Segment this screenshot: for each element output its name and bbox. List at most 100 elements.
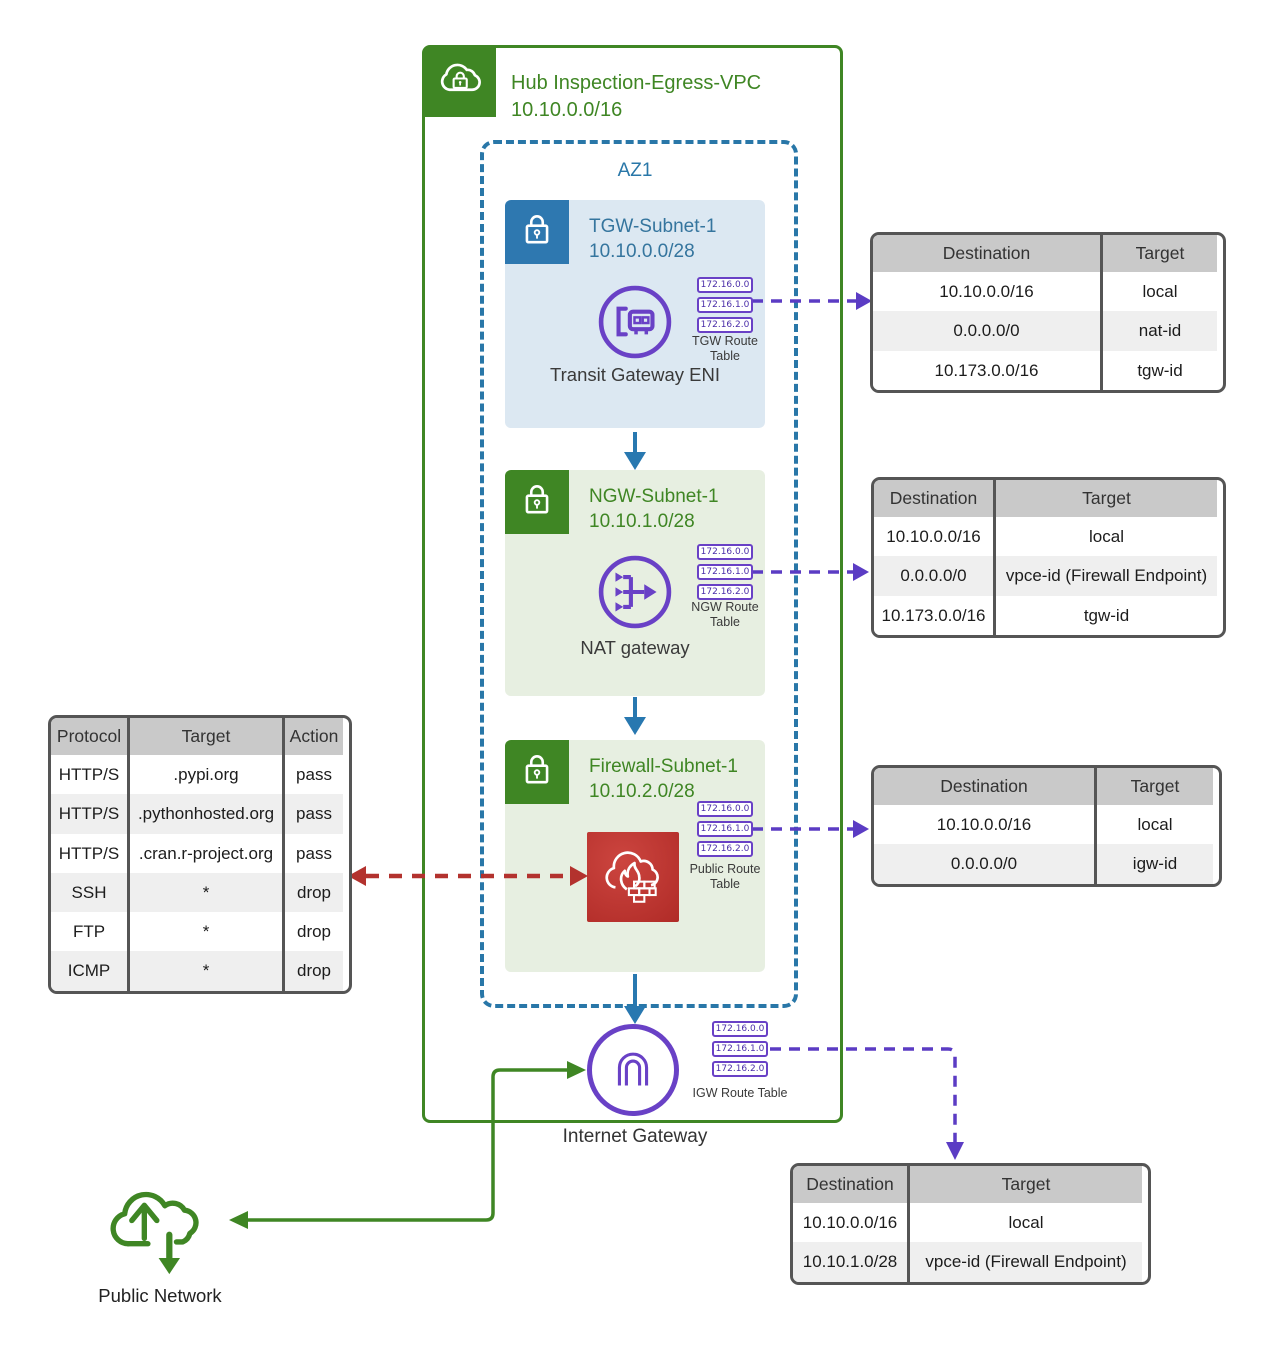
route-table-chip: 172.16.1.0 (712, 1041, 768, 1057)
column-header: Protocol (51, 718, 127, 755)
table-cell: * (127, 912, 282, 952)
table-cell: tgw-id (1100, 350, 1217, 390)
column-header: Target (907, 1166, 1142, 1203)
subnet-card-tgw: TGW-Subnet-1 10.10.0.0/28 (505, 200, 765, 428)
table-cell: 10.10.0.0/16 (874, 805, 1094, 845)
transit-gateway-eni-label: Transit Gateway ENI (550, 364, 720, 385)
public-route-table-chips: 172.16.0.0 172.16.1.0 172.16.2.0 (697, 801, 753, 857)
column-header: Destination (873, 235, 1100, 272)
network-firewall-icon (587, 832, 679, 922)
table-cell: local (907, 1203, 1142, 1243)
subnet-name: Firewall-Subnet-1 (589, 756, 738, 777)
internet-gateway-label: Internet Gateway (562, 1126, 708, 1147)
table-cell: nat-id (1100, 311, 1217, 351)
table-cell: .pythonhosted.org (127, 794, 282, 834)
lock-icon (514, 207, 560, 258)
table-cell: 10.10.0.0/16 (873, 272, 1100, 312)
subnet-title: NGW-Subnet-1 10.10.1.0/28 (589, 484, 719, 534)
column-header: Destination (874, 768, 1094, 805)
public-route-table-label: Public Route Table (689, 862, 761, 891)
subnet-name: TGW-Subnet-1 (589, 216, 717, 237)
internet-gateway-icon (587, 1024, 679, 1116)
route-table-chip: 172.16.2.0 (697, 584, 753, 600)
subnet-cidr: 10.10.1.0/28 (589, 511, 695, 532)
table-cell: drop (282, 872, 343, 912)
route-table-chip: 172.16.2.0 (697, 841, 753, 857)
route-table-chip: 172.16.2.0 (712, 1061, 768, 1077)
table-cell: 10.10.1.0/28 (793, 1242, 907, 1282)
table-cell: 10.173.0.0/16 (873, 350, 1100, 390)
table-cell: 0.0.0.0/0 (873, 311, 1100, 351)
table-cell: vpce-id (Firewall Endpoint) (907, 1242, 1142, 1282)
table-cell: FTP (51, 912, 127, 952)
ngw-route-table-label: NGW Route Table (691, 600, 759, 629)
table-cell: ICMP (51, 951, 127, 991)
table-cell: vpce-id (Firewall Endpoint) (993, 556, 1217, 596)
igw-route-table-label: IGW Route Table (692, 1086, 788, 1100)
subnet-badge (505, 470, 569, 534)
vpc-cidr: 10.10.0.0/16 (511, 99, 623, 121)
cloud-lock-icon (432, 53, 488, 112)
table-cell: local (1100, 272, 1217, 312)
route-table-chip: 172.16.0.0 (697, 277, 753, 293)
subnet-card-ngw: NGW-Subnet-1 10.10.1.0/28 (505, 470, 765, 696)
table-cell: local (993, 517, 1217, 557)
column-header: Target (127, 718, 282, 755)
column-header: Destination (874, 480, 993, 517)
table-cell: local (1094, 805, 1213, 845)
table-cell: SSH (51, 872, 127, 912)
subnet-cidr: 10.10.2.0/28 (589, 781, 695, 802)
table-cell: drop (282, 912, 343, 952)
table-cell: tgw-id (993, 595, 1217, 635)
subnet-name: NGW-Subnet-1 (589, 486, 719, 507)
az-label: AZ1 (617, 160, 653, 181)
column-header: Action (282, 718, 343, 755)
subnet-title: Firewall-Subnet-1 10.10.2.0/28 (589, 754, 738, 804)
vpc-title: Hub Inspection-Egress-VPC 10.10.0.0/16 (511, 70, 761, 124)
table-cell: 10.10.0.0/16 (793, 1203, 907, 1243)
nat-gateway-icon (598, 555, 672, 634)
subnet-title: TGW-Subnet-1 10.10.0.0/28 (589, 214, 716, 264)
igw-route-table-chips: 172.16.0.0 172.16.1.0 172.16.2.0 (712, 1021, 768, 1077)
column-header: Target (1100, 235, 1217, 272)
column-header: Target (993, 480, 1217, 517)
vpc-badge (424, 47, 496, 117)
public-network-label: Public Network (98, 1285, 222, 1306)
table-cell: HTTP/S (51, 755, 127, 795)
transit-gateway-eni-icon (598, 285, 672, 364)
route-table-chip: 172.16.0.0 (697, 801, 753, 817)
route-table-chip: 172.16.0.0 (697, 544, 753, 560)
table-cell: 0.0.0.0/0 (874, 844, 1094, 884)
subnet-badge (505, 200, 569, 264)
table-cell: pass (282, 833, 343, 873)
table-cell: 10.10.0.0/16 (874, 517, 993, 557)
route-table-chip: 172.16.1.0 (697, 821, 753, 837)
route-table-chip: 172.16.0.0 (712, 1021, 768, 1037)
subnet-cidr: 10.10.0.0/28 (589, 241, 695, 262)
vpc-name: Hub Inspection-Egress-VPC (511, 72, 762, 94)
route-table-chip: 172.16.2.0 (697, 317, 753, 333)
table-cell: igw-id (1094, 844, 1213, 884)
table-cell: .cran.r-project.org (127, 833, 282, 873)
tgw-route-table-label: TGW Route Table (692, 334, 758, 363)
table-cell: drop (282, 951, 343, 991)
table-cell: 10.173.0.0/16 (874, 595, 993, 635)
nat-gateway-label: NAT gateway (580, 637, 690, 658)
column-header: Target (1094, 768, 1213, 805)
lock-icon (514, 477, 560, 528)
table-cell: HTTP/S (51, 833, 127, 873)
table-cell: pass (282, 755, 343, 795)
public-network-icon (92, 1158, 227, 1288)
table-cell: 0.0.0.0/0 (874, 556, 993, 596)
lock-icon (514, 747, 560, 798)
table-cell: pass (282, 794, 343, 834)
table-cell: .pypi.org (127, 755, 282, 795)
subnet-badge (505, 740, 569, 804)
